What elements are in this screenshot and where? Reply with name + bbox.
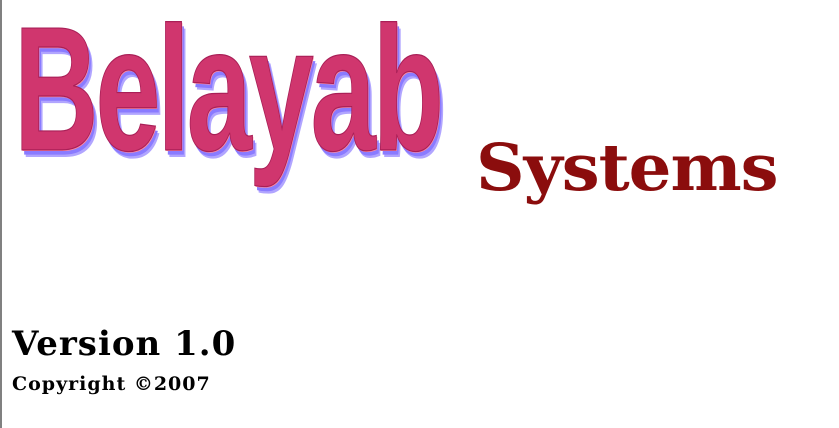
- brand-subtitle: Systems: [476, 129, 779, 206]
- window-left-border: [0, 0, 2, 428]
- brand-title: Belayab: [14, 0, 445, 188]
- copyright-label: Copyright ©2007: [12, 373, 211, 395]
- version-label: Version 1.0: [12, 324, 237, 364]
